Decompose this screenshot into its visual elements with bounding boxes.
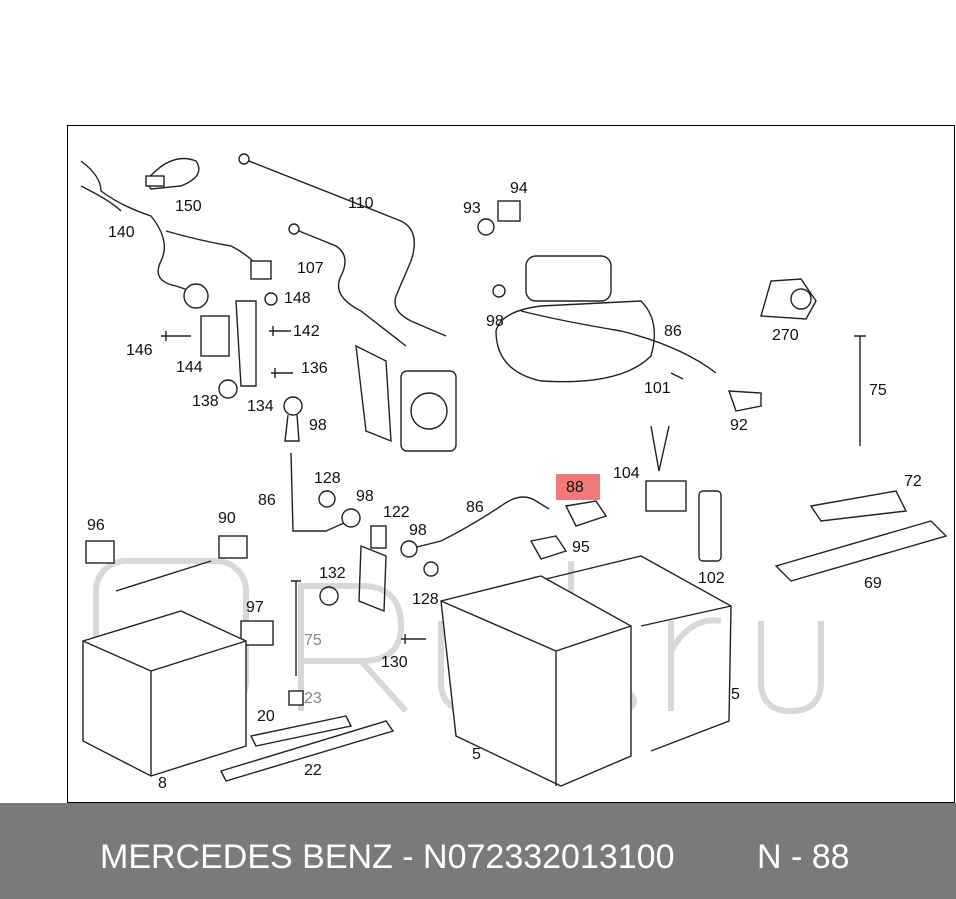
diagram-drawing: 150 110 94 93 140 107 148 142 146 144 13…: [80, 153, 948, 792]
part-140-harness: [80, 160, 272, 309]
label-86-mid: 86: [466, 499, 484, 516]
label-86-left: 86: [258, 492, 276, 509]
part-86-cable-b: [400, 496, 550, 577]
part-104-102: [645, 425, 722, 562]
label-23: 23: [304, 690, 322, 707]
part-96-90-clamps: [85, 535, 248, 592]
label-96: 96: [87, 517, 105, 534]
part-75-bolt-left: [288, 580, 304, 706]
bolts-group: [161, 292, 293, 399]
part-86-cable-a: [520, 310, 717, 374]
label-128-top: 128: [314, 470, 341, 487]
part-150-cable-tie: [145, 157, 200, 190]
part-88-terminal: [556, 474, 608, 527]
part-93-94: [477, 200, 521, 236]
parts-diagram: 150 110 94 93 140 107 148 142 146 144 13…: [67, 125, 955, 803]
label-22: 22: [304, 762, 322, 779]
label-270: 270: [772, 327, 799, 344]
label-92: 92: [730, 417, 748, 434]
label-101: 101: [644, 380, 671, 397]
part-132-130: [319, 586, 426, 644]
battery-5-front: [440, 575, 632, 787]
label-8: 8: [158, 775, 167, 792]
label-98-left: 98: [309, 417, 327, 434]
label-104: 104: [613, 465, 640, 482]
diagram-position-caption: N - 88: [757, 838, 850, 876]
caption-bar: MERCEDES BENZ - N072332013100 N - 88: [0, 803, 956, 899]
part-labels: 150 110 94 93 140 107 148 142 146 144 13…: [87, 180, 922, 792]
part-101-92: [670, 372, 762, 412]
label-75-right: 75: [869, 382, 887, 399]
part-270: [760, 278, 817, 320]
label-134: 134: [247, 398, 274, 415]
label-107: 107: [297, 260, 324, 277]
label-20: 20: [257, 708, 275, 725]
part-144-module: [200, 300, 257, 387]
label-146: 146: [126, 342, 153, 359]
label-98-right: 98: [409, 522, 427, 539]
label-93: 93: [463, 200, 481, 217]
label-138: 138: [192, 393, 219, 410]
part-128-98-middle: [318, 490, 361, 532]
label-144: 144: [176, 359, 203, 376]
label-132: 132: [319, 565, 346, 582]
battery-switch-bracket: [355, 344, 457, 452]
label-128-bottom: 128: [412, 591, 439, 608]
label-136: 136: [301, 360, 328, 377]
label-5-back: 5: [731, 686, 740, 703]
label-142: 142: [293, 323, 320, 340]
label-102: 102: [698, 570, 725, 587]
part-122-bracket: [358, 525, 387, 613]
label-98-mid: 98: [356, 488, 374, 505]
battery-5-back: [545, 555, 732, 752]
label-88: 88: [566, 479, 584, 496]
label-148: 148: [284, 290, 311, 307]
label-95: 95: [572, 539, 590, 556]
part-72-69-trays: [774, 490, 948, 582]
label-97: 97: [246, 599, 264, 616]
part-75-bolt-right: [854, 335, 866, 446]
label-150: 150: [175, 198, 202, 215]
label-140: 140: [108, 224, 135, 241]
label-72: 72: [904, 473, 922, 490]
part-95-terminal: [529, 535, 568, 560]
part-number-caption: MERCEDES BENZ - N072332013100: [100, 838, 675, 876]
label-98-starter: 98: [486, 313, 504, 330]
battery-8: [82, 610, 247, 777]
label-110: 110: [348, 195, 374, 212]
part-107-cable: [288, 223, 407, 347]
starter-motor: [492, 255, 655, 383]
part-20-22-trays: [220, 715, 395, 782]
label-5-front: 5: [472, 746, 481, 763]
part-98-86-left: [283, 396, 326, 532]
label-122: 122: [383, 504, 410, 521]
label-94: 94: [510, 180, 528, 197]
part-110-cable: [238, 153, 447, 337]
label-69: 69: [864, 575, 882, 592]
label-86-starter: 86: [664, 323, 682, 340]
label-75-left: 75: [304, 632, 322, 649]
label-90: 90: [218, 510, 236, 527]
label-130: 130: [381, 654, 408, 671]
